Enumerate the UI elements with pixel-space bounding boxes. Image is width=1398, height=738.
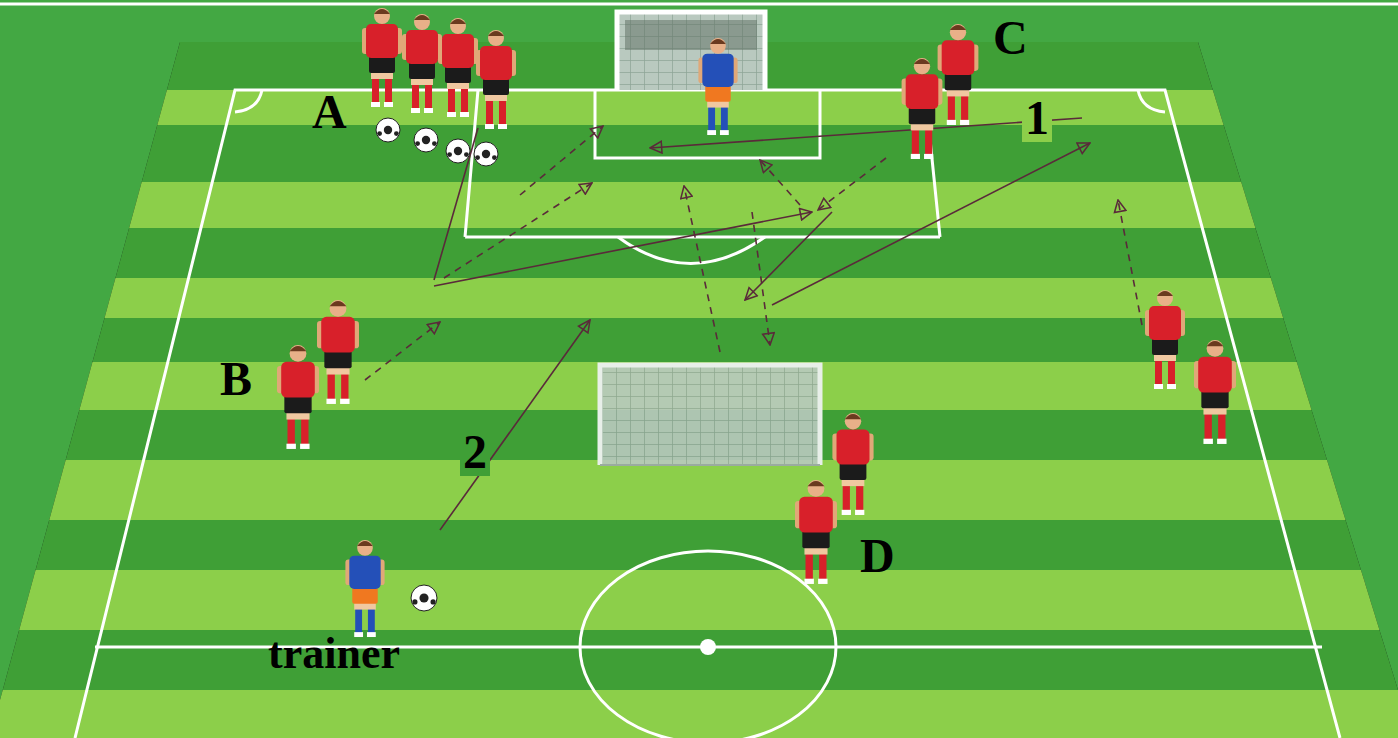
ball	[474, 142, 498, 166]
player-figure	[795, 480, 837, 584]
grass-stripe	[0, 460, 1398, 520]
player-figure	[438, 18, 478, 117]
ball	[411, 585, 437, 611]
player-figure	[345, 540, 384, 637]
grass-stripe	[0, 318, 1398, 362]
ball	[446, 139, 470, 163]
movement-arrows	[365, 118, 1142, 530]
ball	[414, 128, 438, 152]
far-line	[0, 3, 1398, 6]
grass-stripe	[0, 520, 1398, 570]
grass-stripe	[0, 278, 1398, 318]
mini-goal	[600, 365, 820, 465]
ball	[376, 118, 400, 142]
grass-stripe	[0, 690, 1398, 738]
player-figure	[938, 24, 979, 125]
player-figure	[402, 14, 442, 113]
callout-letter: C	[993, 14, 1028, 62]
main-goal	[617, 12, 765, 90]
player-figure	[277, 345, 319, 449]
callout-letter: A	[312, 88, 347, 136]
callout-letter: D	[860, 532, 895, 580]
grass-stripe	[0, 90, 1398, 125]
grass-stripe	[0, 630, 1398, 690]
player-figure	[1194, 340, 1236, 444]
center-spot	[700, 639, 716, 655]
player-figure	[698, 38, 737, 135]
callout-letter: 1	[1022, 94, 1052, 142]
player-figure	[902, 58, 943, 159]
player-figure	[362, 8, 402, 107]
grass-stripe	[0, 570, 1398, 630]
player-figure	[1145, 290, 1185, 389]
player-figure	[832, 413, 873, 515]
player-figure	[317, 300, 359, 404]
callout-letter: 2	[460, 428, 490, 476]
player-figure	[476, 30, 516, 129]
callout-letter: B	[220, 355, 252, 403]
field-border	[0, 42, 1398, 738]
pitch-markings	[75, 90, 1340, 738]
role-label: trainer	[268, 632, 400, 676]
